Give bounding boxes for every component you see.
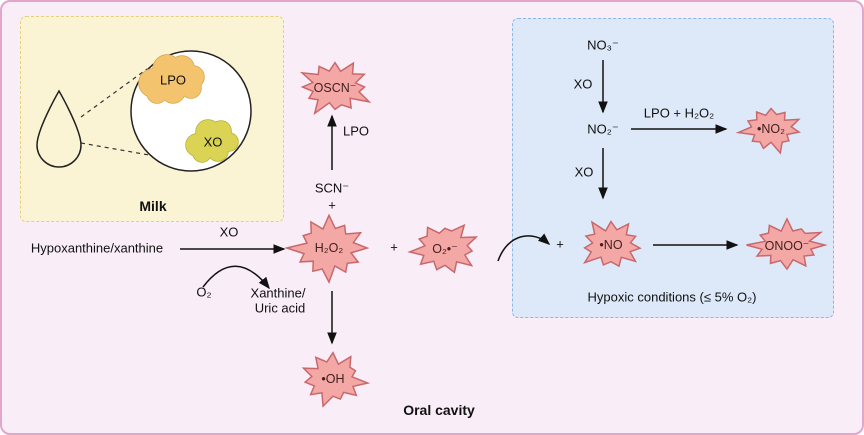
- product-xanthine-label: Xanthine/: [250, 285, 306, 301]
- hypoxic-condition-label: Hypoxic conditions (≤ 5% O₂): [587, 289, 757, 305]
- peroxynitrite-label: ONOO⁻: [764, 238, 810, 253]
- lpo-cloud-icon: [138, 54, 205, 104]
- lpo-h2o2-label: LPO + H₂O₂: [643, 105, 715, 121]
- starburst-shape: [407, 223, 479, 274]
- magnifier-line-bottom: [80, 142, 150, 156]
- hypoxic-conditions-box: [512, 18, 834, 318]
- xo-mid-label: XO: [574, 164, 594, 180]
- milk-box: LPO XO Milk: [20, 16, 284, 222]
- milk-drop-icon: [36, 89, 82, 168]
- plus-no-label: +: [556, 236, 564, 252]
- hydroxyl-starburst: •OH: [295, 348, 371, 410]
- starburst-shape: [746, 217, 828, 271]
- starburst-shape: [582, 220, 642, 268]
- scn-label: SCN⁻: [314, 180, 350, 196]
- starburst-shape: [285, 213, 370, 284]
- peroxynitrite-starburst: ONOO⁻: [743, 216, 831, 274]
- oscn-starburst: OSCN⁻: [293, 55, 377, 119]
- starburst-shape: [736, 107, 802, 155]
- xo-cloud-label: XO: [203, 134, 223, 150]
- plus-mid-label: +: [390, 239, 398, 255]
- no2-radical-starburst: •NO₂: [736, 102, 806, 156]
- oxygen-label: O₂: [196, 284, 212, 300]
- magnifier-line-top: [80, 68, 148, 118]
- milk-label: Milk: [139, 197, 167, 214]
- no-radical-starburst: •NO: [574, 216, 648, 274]
- product-uric-acid-label: Uric acid: [254, 300, 306, 316]
- lpo-cloud-label: LPO: [159, 72, 187, 88]
- no2-label: NO₂⁻: [587, 121, 619, 137]
- plus-scn-label: +: [328, 197, 336, 213]
- starburst-shape: [301, 351, 371, 408]
- no2-radical-label: •NO₂: [757, 122, 785, 136]
- no-radical-label: •NO: [599, 238, 623, 252]
- milk-graphics: [36, 50, 252, 172]
- superoxide-label: O₂•⁻: [432, 241, 458, 256]
- h2o2-starburst: H₂O₂: [285, 211, 373, 285]
- oscn-label: OSCN⁻: [313, 80, 357, 95]
- hydroxyl-label: •OH: [321, 372, 345, 386]
- xo-enzyme-label: XO: [219, 224, 239, 240]
- superoxide-starburst: O₂•⁻: [405, 217, 485, 279]
- xo-top-label: XO: [573, 76, 593, 92]
- substrate-label: Hypoxanthine/xanthine: [30, 240, 164, 256]
- xo-cloud-icon: [185, 119, 239, 163]
- lpo-enzyme-label: LPO: [342, 123, 370, 139]
- h2o2-label: H₂O₂: [314, 241, 344, 255]
- no3-label: NO₃⁻: [587, 37, 619, 53]
- oral-cavity-label: Oral cavity: [403, 401, 475, 418]
- starburst-shape: [299, 61, 372, 116]
